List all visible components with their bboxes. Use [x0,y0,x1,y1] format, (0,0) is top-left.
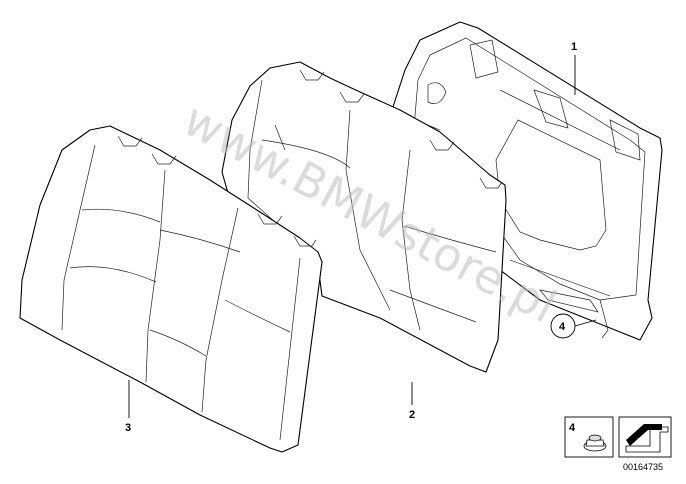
callout-3: 3 [125,380,131,434]
legend-number: 4 [569,422,576,434]
direction-arrow-icon [625,424,669,453]
callout-1: 1 [571,41,577,95]
legend-box: 4 00164735 [564,416,672,472]
callout-label-3: 3 [125,422,131,434]
callout-4: 4 [550,313,597,339]
callout-2: 2 [409,382,415,421]
part-3-backrest-pad [19,125,323,453]
callout-label-1: 1 [571,41,577,53]
callout-label-2: 2 [409,409,415,421]
callout-label-4: 4 [559,321,566,333]
part-2-backrest-cover [221,61,507,373]
image-number: 00164735 [623,462,663,472]
nut-icon [583,434,607,452]
